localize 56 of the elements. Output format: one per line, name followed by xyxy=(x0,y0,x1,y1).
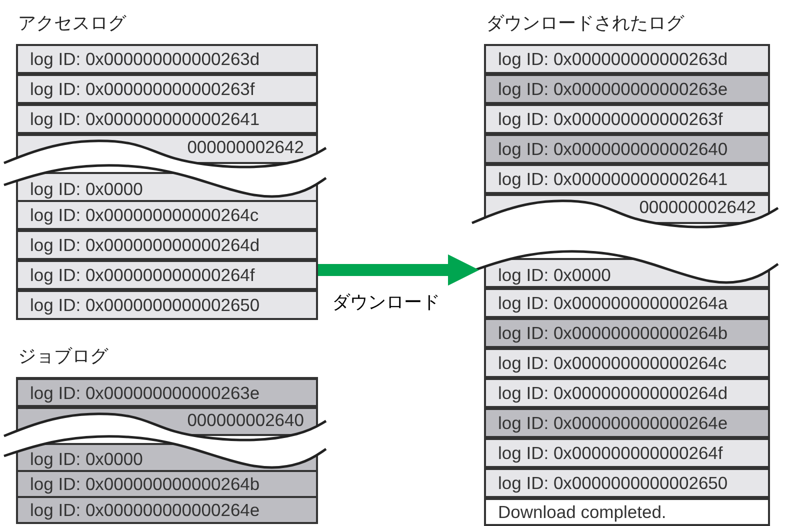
log-entry-row xyxy=(484,378,770,408)
log-entry-text: log ID: 0x000000000000263d xyxy=(498,49,728,69)
log-entry-text: log ID: 0x000000000000263f xyxy=(30,79,255,99)
log-entry-text: log ID: 0x000000000000264b xyxy=(498,323,728,343)
log-entry-row xyxy=(484,468,770,498)
log-entry-text: log ID: 0x0000 xyxy=(30,449,143,469)
log-entry-row xyxy=(484,134,770,164)
log-entry-text: log ID: 0x000000000000264e xyxy=(30,500,260,520)
log-entry-text: log ID: 0x000000000000263f xyxy=(498,109,723,129)
log-entry-text: 000000002640 xyxy=(187,410,304,430)
log-entry-row xyxy=(484,104,770,134)
log-entry-text: log ID: 0x0000000000002641 xyxy=(498,169,728,189)
log-entry-row xyxy=(16,200,318,230)
log-entry-text: 000000002642 xyxy=(187,137,304,157)
list-heading: アクセスログ xyxy=(18,12,126,34)
log-entry-row xyxy=(484,164,770,194)
log-entry-text: log ID: 0x000000000000264f xyxy=(30,265,255,285)
log-entry-text: log ID: 0x0000000000002640 xyxy=(498,139,728,159)
list-heading: ダウンロードされたログ xyxy=(486,12,684,34)
log-entry-text: log ID: 0x0000 xyxy=(30,179,143,199)
log-entry-row xyxy=(16,470,318,498)
log-entry-text: 000000002642 xyxy=(639,197,756,217)
log-entry-row xyxy=(16,44,318,74)
log-entry-text: log ID: 0x000000000000264c xyxy=(498,353,727,373)
arrow xyxy=(318,254,480,286)
log-entry-text: log ID: 0x0000 xyxy=(498,265,611,285)
log-entry-row xyxy=(16,290,318,320)
log-entry-row xyxy=(484,438,770,468)
log-entry-row xyxy=(16,104,318,134)
log-entry-text: log ID: 0x000000000000264b xyxy=(30,474,260,494)
log-entry-row xyxy=(484,318,770,348)
log-entry-text: log ID: 0x000000000000264e xyxy=(498,413,728,433)
log-entry-text: log ID: 0x000000000000263e xyxy=(498,79,728,99)
log-entry-row xyxy=(484,288,770,318)
log-entry-text: log ID: 0x000000000000264a xyxy=(498,293,728,313)
log-entry-text: Download completed. xyxy=(498,502,666,522)
log-entry-text: log ID: 0x0000000000002650 xyxy=(498,473,728,493)
log-entry-text: log ID: 0x000000000000263d xyxy=(30,49,260,69)
log-entry-text: log ID: 0x000000000000264c xyxy=(30,205,259,225)
log-entry-text: log ID: 0x0000000000002650 xyxy=(30,295,260,315)
log-entry-row xyxy=(16,74,318,104)
log-entry-text: log ID: 0x0000000000002641 xyxy=(30,109,260,129)
log-entry-row xyxy=(16,260,318,290)
log-entry-row xyxy=(484,44,770,74)
log-entry-row xyxy=(16,378,318,407)
log-entry-text: log ID: 0x000000000000264d xyxy=(30,235,260,255)
list-heading: ジョブログ xyxy=(18,345,108,367)
log-entry-text: log ID: 0x000000000000263e xyxy=(30,382,260,402)
log-entry-text: log ID: 0x000000000000264f xyxy=(498,443,723,463)
log-entry-row xyxy=(484,348,770,378)
log-entry-row xyxy=(16,496,318,524)
edge-label: ダウンロード xyxy=(332,291,440,313)
log-entry-row xyxy=(16,230,318,260)
log-entry-text: log ID: 0x000000000000264d xyxy=(498,383,728,403)
log-entry-row xyxy=(484,408,770,438)
log-entry-row xyxy=(484,74,770,104)
